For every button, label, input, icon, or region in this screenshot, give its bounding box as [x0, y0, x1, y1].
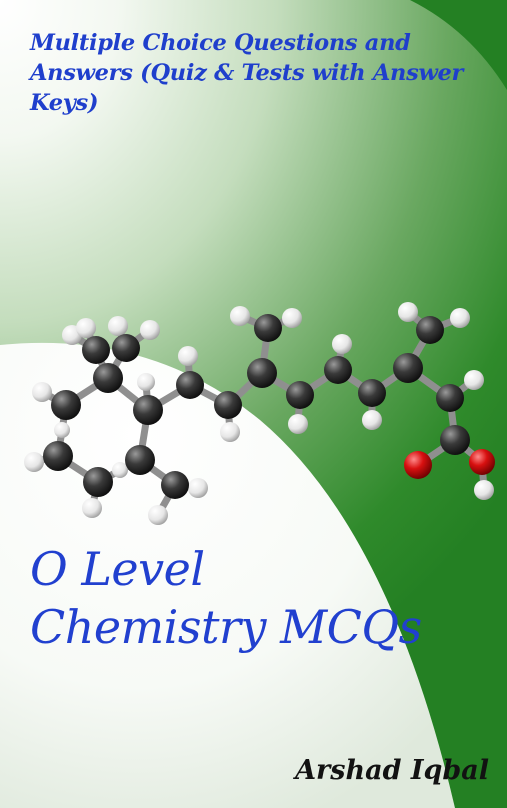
author-name: Arshad Iqbal	[295, 755, 489, 786]
molecule-icon	[24, 302, 495, 525]
white-curve	[0, 342, 455, 808]
book-title-line-2: Chemistry MCQs	[30, 600, 422, 654]
book-subtitle: Multiple Choice Questions and Answers (Q…	[30, 30, 464, 116]
book-title-line-1: O Level	[30, 542, 205, 596]
corner-shape	[410, 0, 507, 90]
book-title: O Level Chemistry MCQs	[30, 540, 500, 656]
